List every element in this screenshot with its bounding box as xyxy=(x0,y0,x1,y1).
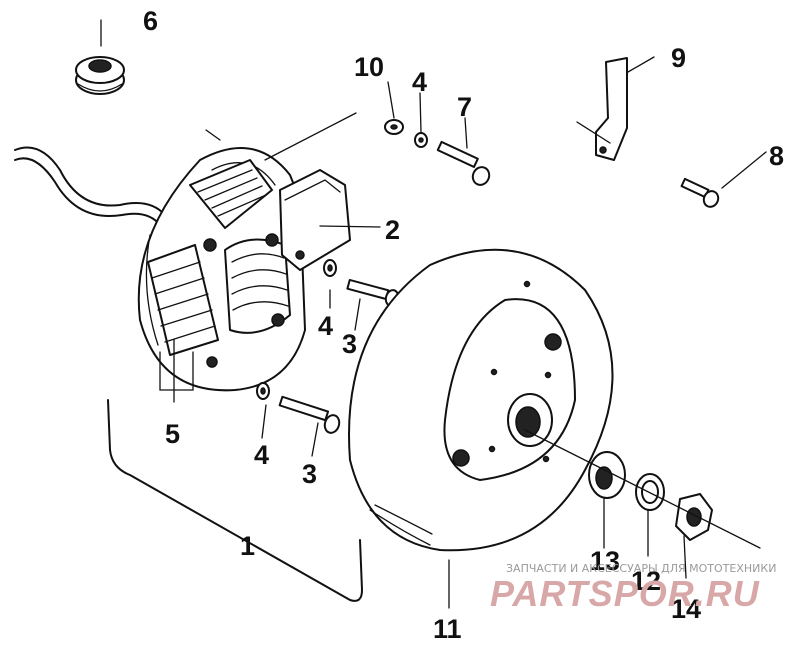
callout-12: 12 xyxy=(631,566,661,596)
leader-lines xyxy=(100,19,767,609)
watermark-brand-logo: PARTSPOR.RU xyxy=(490,573,760,614)
stator-winding xyxy=(224,238,291,334)
flywheel-part-11 xyxy=(348,248,614,552)
watermark-subtitle: ЗАПЧАСТИ И АКСЕССУАРЫ ДЛЯ МОТОТЕХНИКИ xyxy=(506,562,776,575)
lockwasher-part-4-top xyxy=(414,132,428,148)
grommet-part-6 xyxy=(75,56,125,95)
callout-7: 7 xyxy=(457,92,472,122)
stator-plate xyxy=(137,147,306,392)
callout-14: 14 xyxy=(671,594,701,624)
callout-13: 13 xyxy=(590,546,620,576)
callout-4-top: 4 xyxy=(412,67,427,97)
washer-part-10 xyxy=(384,119,404,135)
stator-coil-lower xyxy=(147,244,219,356)
callout-9: 9 xyxy=(671,43,686,73)
lockwasher-part-4-lower xyxy=(256,382,270,400)
callout-11: 11 xyxy=(433,614,462,644)
lockwasher-part-4-upper xyxy=(323,259,337,277)
callout-1: 1 xyxy=(240,531,255,561)
callout-8: 8 xyxy=(769,141,784,171)
callout-3-lower: 3 xyxy=(302,459,317,489)
bracket-part-9 xyxy=(595,57,628,161)
watermark: ЗАПЧАСТИ И АКСЕССУАРЫ ДЛЯ МОТОТЕХНИКИ PA… xyxy=(490,562,776,614)
nut-part-14 xyxy=(675,493,713,541)
lockwasher-part-12 xyxy=(635,473,665,511)
callout-4-mid: 4 xyxy=(318,311,333,341)
callout-3-upper: 3 xyxy=(342,329,357,359)
callout-2: 2 xyxy=(385,215,400,245)
callout-10: 10 xyxy=(354,52,384,82)
callout-numbers: 6 10 4 7 9 8 2 4 3 5 4 3 1 13 12 14 11 xyxy=(143,6,784,644)
screw-part-3-lower xyxy=(278,395,341,434)
ignition-module-part-2 xyxy=(279,169,351,271)
stator-coil-upper xyxy=(189,159,273,229)
assembly-bracket-part-1 xyxy=(107,399,363,602)
wire-harness xyxy=(14,146,166,226)
callout-5: 5 xyxy=(165,419,180,449)
washer-part-13 xyxy=(588,451,626,499)
screw-part-7 xyxy=(436,140,491,186)
callout-6: 6 xyxy=(143,6,158,36)
callout-4-lower: 4 xyxy=(254,440,269,470)
screw-part-8 xyxy=(680,177,720,208)
